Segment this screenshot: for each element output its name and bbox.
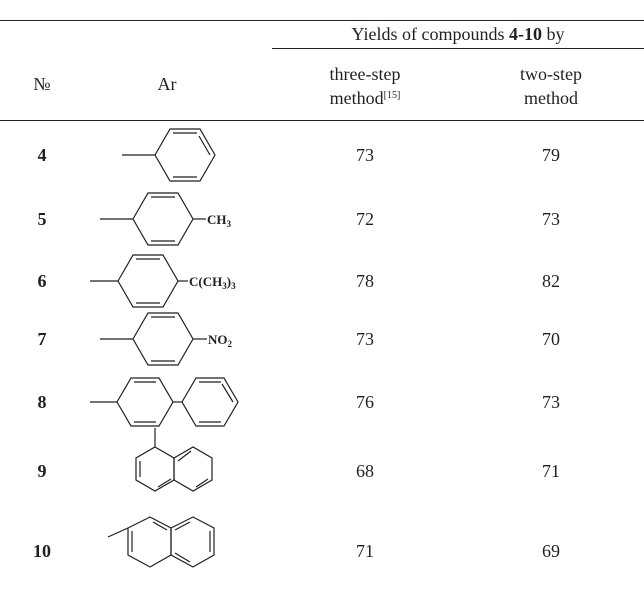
1-naphthyl-structure [135, 428, 213, 492]
p-tolyl-structure: CH3 [100, 192, 232, 246]
group-header: Yields of compounds 4-10 by [351, 24, 565, 44]
yield-three-step: 73 [356, 329, 374, 349]
compound-number: 4 [37, 145, 47, 165]
compound-number: 7 [37, 329, 47, 349]
column-header-ar: Ar [157, 74, 177, 94]
yield-two-step: 73 [542, 209, 560, 229]
yield-three-step: 72 [356, 209, 374, 229]
yield-three-step: 76 [356, 392, 374, 412]
yield-two-step: 71 [542, 461, 560, 481]
yield-two-step: 69 [542, 541, 560, 561]
yield-three-step: 73 [356, 145, 374, 165]
svg-text:CH3: CH3 [207, 212, 232, 229]
p-tert-butylphenyl-structure: C(CH3)3 [90, 254, 236, 308]
compound-number: 6 [37, 271, 47, 291]
biphenyl-structure [90, 377, 239, 427]
compound-number: 10 [33, 541, 51, 561]
compound-number: 8 [37, 392, 47, 412]
yield-two-step: 79 [542, 145, 560, 165]
phenyl-structure [122, 128, 216, 182]
yield-three-step: 71 [356, 541, 374, 561]
compound-number: 9 [37, 461, 47, 481]
reference-citation: [15] [383, 90, 401, 101]
yield-two-step: 70 [542, 329, 560, 349]
yield-two-step: 73 [542, 392, 560, 412]
p-nitrophenyl-structure: NO2 [100, 312, 233, 366]
compound-number: 5 [37, 209, 47, 229]
table-top-rule [0, 20, 644, 21]
svg-text:NO2: NO2 [208, 332, 233, 349]
header-bottom-rule [0, 120, 644, 121]
yield-three-step: 68 [356, 461, 374, 481]
column-header-three-step: three-step method[15] [329, 64, 401, 108]
svg-text:C(CH3)3: C(CH3)3 [189, 274, 236, 291]
2-naphthyl-structure [107, 516, 215, 568]
column-header-two-step: two-step method [520, 64, 582, 108]
yield-three-step: 78 [356, 271, 374, 291]
yield-two-step: 82 [542, 271, 560, 291]
column-header-number: № [33, 74, 51, 94]
group-header-rule [272, 48, 644, 49]
